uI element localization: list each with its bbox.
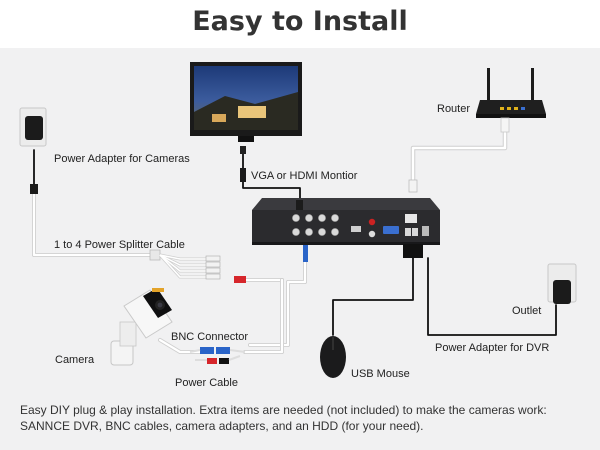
splitter-label: 1 to 4 Power Splitter Cable: [54, 239, 185, 251]
camera-label: Camera: [55, 354, 95, 366]
power-adapter-dvr-label: Power Adapter for DVR: [435, 342, 550, 354]
bnc-and-power-connectors: [189, 347, 246, 364]
camera-power-adapter: [19, 107, 47, 194]
router-label: Router: [437, 103, 471, 115]
power-adapter-cameras-label: Power Adapter for Cameras: [54, 153, 190, 165]
power-cable-label: Power Cable: [175, 377, 238, 389]
bnc-connector-label: BNC Connector: [171, 331, 249, 343]
vga-hdmi-label: VGA or HDMI Montior: [251, 170, 358, 182]
outlet-label: Outlet: [512, 305, 542, 317]
dvr-device: [240, 168, 440, 262]
usb-mouse-label: USB Mouse: [351, 368, 410, 380]
power-splitter: [149, 249, 246, 283]
page-title: Easy to Install: [192, 6, 408, 37]
monitor-device: [190, 62, 302, 154]
outlet-device: [547, 263, 577, 304]
white-cables: [32, 129, 508, 354]
footer-note: Easy DIY plug & play installation. Extra…: [20, 403, 547, 433]
usb-mouse-device: [320, 336, 346, 378]
camera-device: [110, 288, 173, 366]
router-device: [476, 68, 546, 133]
